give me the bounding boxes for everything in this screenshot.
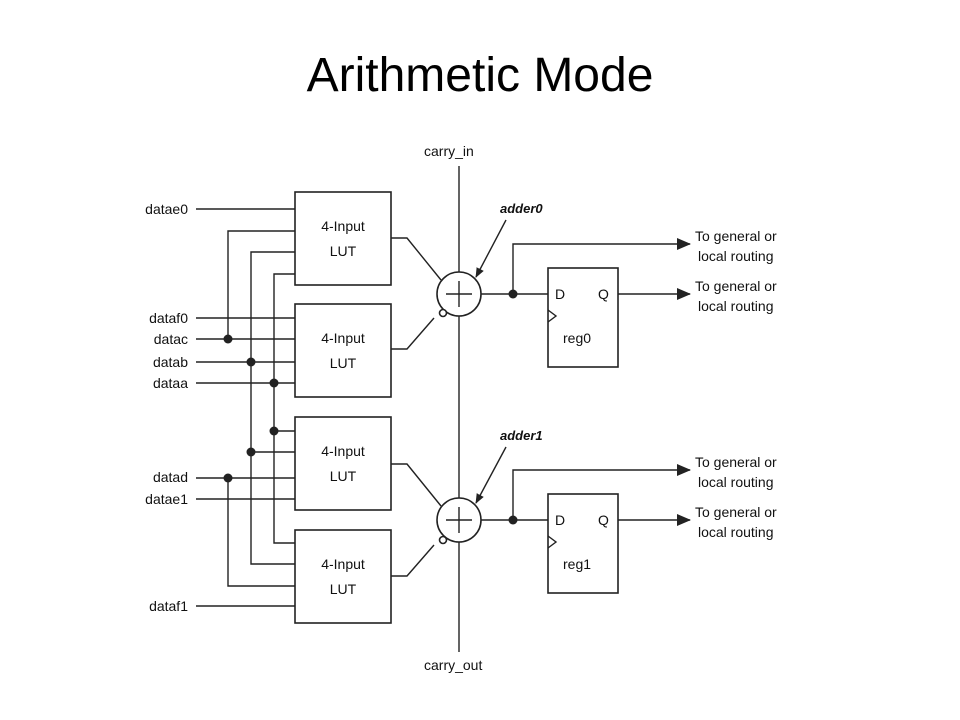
output-label-4: To general or local routing	[695, 504, 777, 540]
slide-title: Arithmetic Mode	[306, 49, 654, 102]
input-label-dataf0: dataf0	[149, 310, 188, 326]
register-reg1: D Q reg1	[547, 493, 619, 594]
adder1-invert-bubble	[438, 535, 448, 545]
output-label-3: To general or local routing	[695, 454, 777, 490]
input-label-datae1: datae1	[145, 491, 188, 507]
adder0-label: adder0	[500, 201, 543, 216]
output-label-2: To general or local routing	[695, 278, 777, 314]
adder1	[436, 497, 482, 545]
carry-in-label: carry_in	[424, 143, 474, 159]
reg1-label: reg1	[563, 556, 591, 572]
lut-1: 4-Input LUT	[294, 191, 392, 286]
lut-2: 4-Input LUT	[294, 303, 392, 398]
register-reg0: D Q reg0	[547, 267, 619, 368]
svg-text:local routing: local routing	[698, 248, 774, 264]
input-label-datab: datab	[153, 354, 188, 370]
lut-2-label-line2: LUT	[330, 355, 357, 371]
adder0-pointer-arrow	[475, 219, 507, 278]
lut-3: 4-Input LUT	[294, 416, 392, 511]
svg-text:To general or: To general or	[695, 454, 777, 470]
lut-4-label-line2: LUT	[330, 581, 357, 597]
output-label-1: To general or local routing	[695, 228, 777, 264]
lut-2-label-line1: 4-Input	[321, 330, 365, 346]
svg-text:local routing: local routing	[698, 298, 774, 314]
adder0	[436, 271, 482, 318]
lut-1-label-line1: 4-Input	[321, 218, 365, 234]
reg1-q-pin: Q	[598, 512, 609, 528]
lut-1-label-line2: LUT	[330, 243, 357, 259]
input-wires	[196, 208, 295, 607]
lut-3-label-line2: LUT	[330, 468, 357, 484]
lut-4-label-line1: 4-Input	[321, 556, 365, 572]
svg-text:local routing: local routing	[698, 524, 774, 540]
adder0-output-wires	[481, 238, 691, 300]
lut-4: 4-Input LUT	[294, 529, 392, 624]
lut-to-adder-wires	[391, 237, 442, 577]
svg-text:To general or: To general or	[695, 228, 777, 244]
shared-bus-wires	[227, 230, 295, 587]
reg0-d-pin: D	[555, 286, 565, 302]
adder1-pointer-arrow	[475, 446, 507, 504]
adder0-invert-bubble	[438, 308, 448, 318]
reg1-d-pin: D	[555, 512, 565, 528]
adder1-label: adder1	[500, 428, 543, 443]
junction-dots	[223, 334, 279, 483]
svg-text:To general or: To general or	[695, 278, 777, 294]
reg0-q-pin: Q	[598, 286, 609, 302]
input-label-datad: datad	[153, 469, 188, 485]
input-label-dataf1: dataf1	[149, 598, 188, 614]
input-label-datac: datac	[154, 331, 188, 347]
svg-text:To general or: To general or	[695, 504, 777, 520]
reg0-label: reg0	[563, 330, 591, 346]
input-label-datae0: datae0	[145, 201, 188, 217]
lut-3-label-line1: 4-Input	[321, 443, 365, 459]
carry-out-label: carry_out	[424, 657, 482, 673]
input-label-dataa: dataa	[153, 375, 188, 391]
adder1-output-wires	[481, 464, 691, 526]
svg-text:local routing: local routing	[698, 474, 774, 490]
